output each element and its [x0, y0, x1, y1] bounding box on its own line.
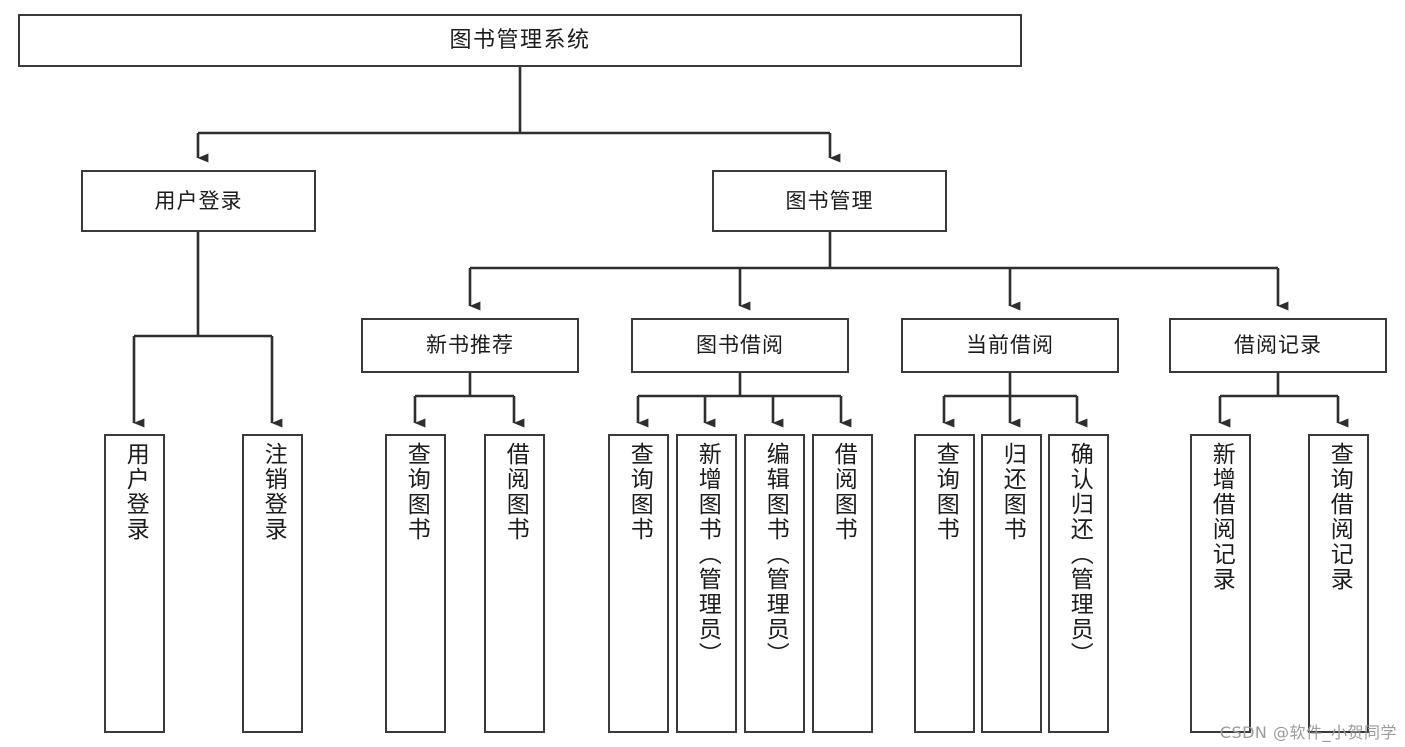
node-label: 借阅图书 — [502, 442, 529, 542]
node-root-book-management-system[interactable]: 图书管理系统 — [18, 14, 1022, 67]
node-label: 新增图书（管理员） — [694, 442, 721, 667]
node-borrowing-record[interactable]: 借阅记录 — [1169, 318, 1387, 373]
leaf-user-logout[interactable]: 注销登录 — [242, 434, 303, 733]
node-label: 图书管理系统 — [449, 27, 591, 53]
leaf-borrowing-edit-book-admin[interactable]: 编辑图书（管理员） — [744, 434, 805, 733]
leaf-record-query-borrow-record[interactable]: 查询借阅记录 — [1308, 434, 1369, 733]
leaf-current-return-books[interactable]: 归还图书 — [981, 434, 1042, 733]
leaf-current-query-books[interactable]: 查询图书 — [914, 434, 975, 733]
leaf-record-add-borrow-record[interactable]: 新增借阅记录 — [1190, 434, 1251, 733]
node-label: 用户登录 — [122, 442, 149, 542]
node-label: 用户登录 — [154, 188, 243, 213]
node-label: 当前借阅 — [966, 333, 1054, 358]
leaf-borrowing-add-book-admin[interactable]: 新增图书（管理员） — [676, 434, 737, 733]
node-label: 图书借阅 — [696, 333, 784, 358]
node-label: 借阅记录 — [1234, 333, 1322, 358]
node-label: 查询图书 — [932, 442, 959, 542]
node-label: 注销登录 — [260, 442, 287, 542]
node-label: 编辑图书（管理员） — [762, 442, 789, 667]
node-label: 查询图书 — [403, 442, 430, 542]
node-user-login[interactable]: 用户登录 — [81, 170, 316, 232]
leaf-user-login[interactable]: 用户登录 — [104, 434, 165, 733]
leaf-recommendation-borrow-books[interactable]: 借阅图书 — [484, 434, 545, 733]
leaf-borrowing-borrow-books[interactable]: 借阅图书 — [812, 434, 873, 733]
node-book-management[interactable]: 图书管理 — [712, 170, 947, 232]
node-book-borrowing[interactable]: 图书借阅 — [631, 318, 849, 373]
node-label: 新增借阅记录 — [1208, 442, 1235, 592]
leaf-recommendation-query-books[interactable]: 查询图书 — [385, 434, 446, 733]
leaf-current-confirm-return-admin[interactable]: 确认归还（管理员） — [1048, 434, 1109, 733]
node-label: 查询借阅记录 — [1326, 442, 1353, 592]
node-new-book-recommendation[interactable]: 新书推荐 — [361, 318, 579, 373]
node-current-borrowing[interactable]: 当前借阅 — [901, 318, 1119, 373]
node-label: 确认归还（管理员） — [1066, 442, 1093, 667]
node-label: 借阅图书 — [830, 442, 857, 542]
node-label: 查询图书 — [626, 442, 653, 542]
node-label: 归还图书 — [999, 442, 1026, 542]
node-label: 图书管理 — [785, 188, 874, 213]
node-label: 新书推荐 — [426, 333, 514, 358]
leaf-borrowing-query-books[interactable]: 查询图书 — [608, 434, 669, 733]
